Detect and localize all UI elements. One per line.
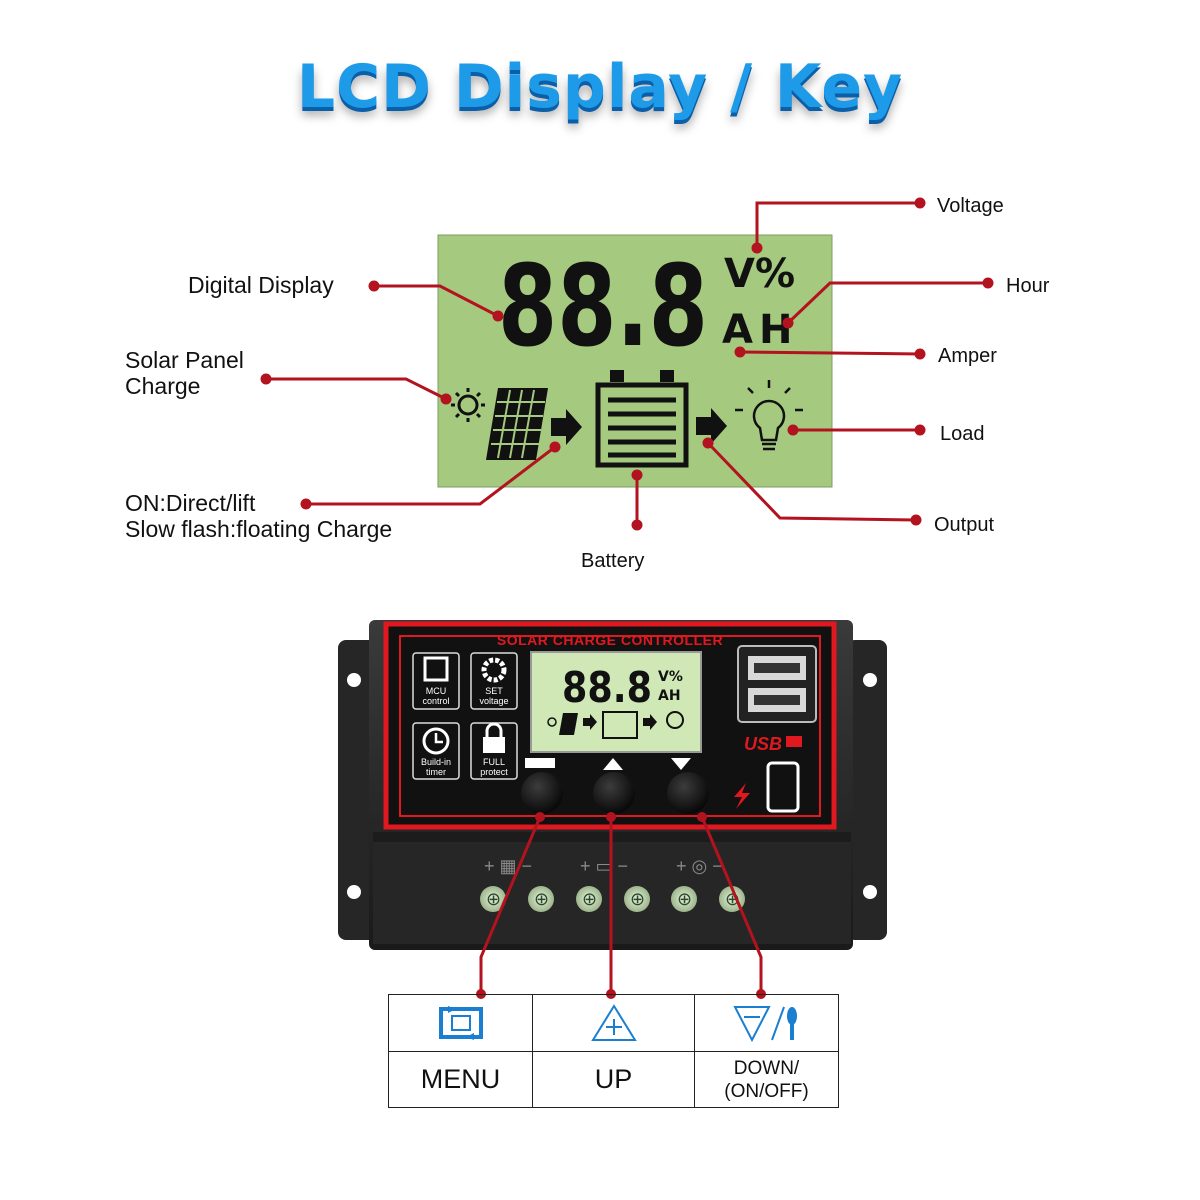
controller-header: SOLAR CHARGE CONTROLLER	[496, 632, 724, 648]
menu-knob	[521, 772, 563, 814]
mini-lcd-icons	[547, 711, 684, 739]
svg-text:+ ▭ −: + ▭ −	[580, 856, 628, 876]
solar-panel-icon	[486, 388, 548, 460]
lock-icon	[483, 722, 505, 753]
mini-lcd-digits: 88.8	[562, 663, 652, 712]
bulb-icon	[735, 380, 803, 451]
feature-set-line1: SET	[485, 686, 503, 696]
mounting-ear-left	[338, 640, 378, 940]
svg-text:⊕: ⊕	[486, 889, 501, 909]
callout-slow-flash: Slow flash:floating Charge	[125, 516, 393, 542]
knob-menu-icon	[525, 758, 555, 768]
sun-icon	[451, 388, 485, 422]
key-down-line1: DOWN/	[733, 1057, 800, 1079]
key-legend-table: MENU UP DOWN/ (ON/OFF)	[388, 994, 839, 1108]
knob-up-icon	[603, 758, 623, 770]
feature-set-line2: voltage	[479, 696, 509, 706]
key-down[interactable]: DOWN/ (ON/OFF)	[695, 995, 838, 1107]
mini-lcd-unit-bottom: AH	[658, 688, 681, 704]
callout-load: Load	[940, 423, 985, 445]
callout-on-direct: ON:Direct/lift	[125, 490, 256, 516]
down-knob	[667, 772, 709, 814]
feature-protect-line2: protect	[480, 767, 508, 777]
battery-icon	[595, 370, 689, 468]
up-knob	[593, 772, 635, 814]
menu-cycle-icon	[389, 995, 532, 1052]
page-title: LCD Display / Key	[296, 52, 904, 122]
svg-text:⊕: ⊕	[534, 889, 549, 909]
key-down-line2: (ON/OFF)	[724, 1080, 809, 1102]
key-leader-lines	[479, 816, 763, 994]
output-arrow-icon	[696, 408, 727, 444]
clock-icon	[422, 727, 450, 755]
lcd-unit-top: V%	[724, 251, 795, 297]
mini-lcd	[530, 651, 702, 753]
usb-label: USB	[744, 734, 782, 754]
callout-digital-display: Digital Display	[188, 272, 334, 298]
callout-solar-panel-charge-1: Solar Panel	[125, 347, 244, 373]
mounting-ear-right	[847, 640, 887, 940]
feature-set-label: SET voltage	[471, 686, 517, 706]
callout-output: Output	[934, 514, 995, 536]
svg-text:⊕: ⊕	[677, 889, 692, 909]
mini-lcd-unit-top: V%	[658, 669, 683, 685]
svg-text:+ ▦ −: + ▦ −	[484, 856, 532, 876]
feature-mcu-line1: MCU	[425, 686, 447, 696]
charge-arrow-icon	[551, 409, 582, 445]
svg-text:⊕: ⊕	[630, 889, 645, 909]
callout-lines	[266, 201, 988, 525]
lcd-digits: 88.8	[498, 242, 708, 372]
feature-protect-label: FULL protect	[471, 757, 517, 777]
charge-bolt-icon	[734, 783, 750, 809]
svg-text:+ ◎ −: + ◎ −	[676, 856, 723, 876]
callout-dots	[260, 197, 994, 531]
screw-terminals: ⊕ ⊕ ⊕ ⊕ ⊕ ⊕	[480, 886, 745, 912]
feature-mcu-line2: control	[422, 696, 450, 706]
up-triangle-icon	[533, 995, 694, 1052]
down-onoff-icon	[695, 995, 838, 1052]
knob-down-icon	[671, 758, 691, 770]
gear-icon	[481, 657, 507, 683]
callout-battery: Battery	[581, 550, 645, 572]
callout-solar-panel-charge-2: Charge	[125, 373, 201, 399]
feature-mcu-label: MCU control	[413, 686, 459, 706]
key-menu[interactable]: MENU	[389, 995, 533, 1107]
callout-voltage: Voltage	[937, 195, 1004, 217]
lcd-unit-bottom: AH	[722, 307, 798, 353]
feature-timer-line1: Build-in	[420, 757, 451, 767]
callout-amper: Amper	[938, 345, 997, 367]
key-menu-label: MENU	[420, 1064, 501, 1094]
feature-timer-line2: timer	[426, 767, 446, 777]
feature-protect-line1: FULL	[482, 757, 505, 767]
key-up-label: UP	[594, 1064, 633, 1094]
feature-timer-label: Build-in timer	[413, 757, 459, 777]
key-up[interactable]: UP	[533, 995, 695, 1107]
chip-icon	[423, 656, 449, 682]
key-down-label: DOWN/ (ON/OFF)	[695, 1052, 838, 1107]
svg-text:⊕: ⊕	[725, 889, 740, 909]
phone-icon	[766, 761, 800, 813]
svg-text:⊕: ⊕	[582, 889, 597, 909]
callout-hour: Hour	[1006, 275, 1050, 297]
